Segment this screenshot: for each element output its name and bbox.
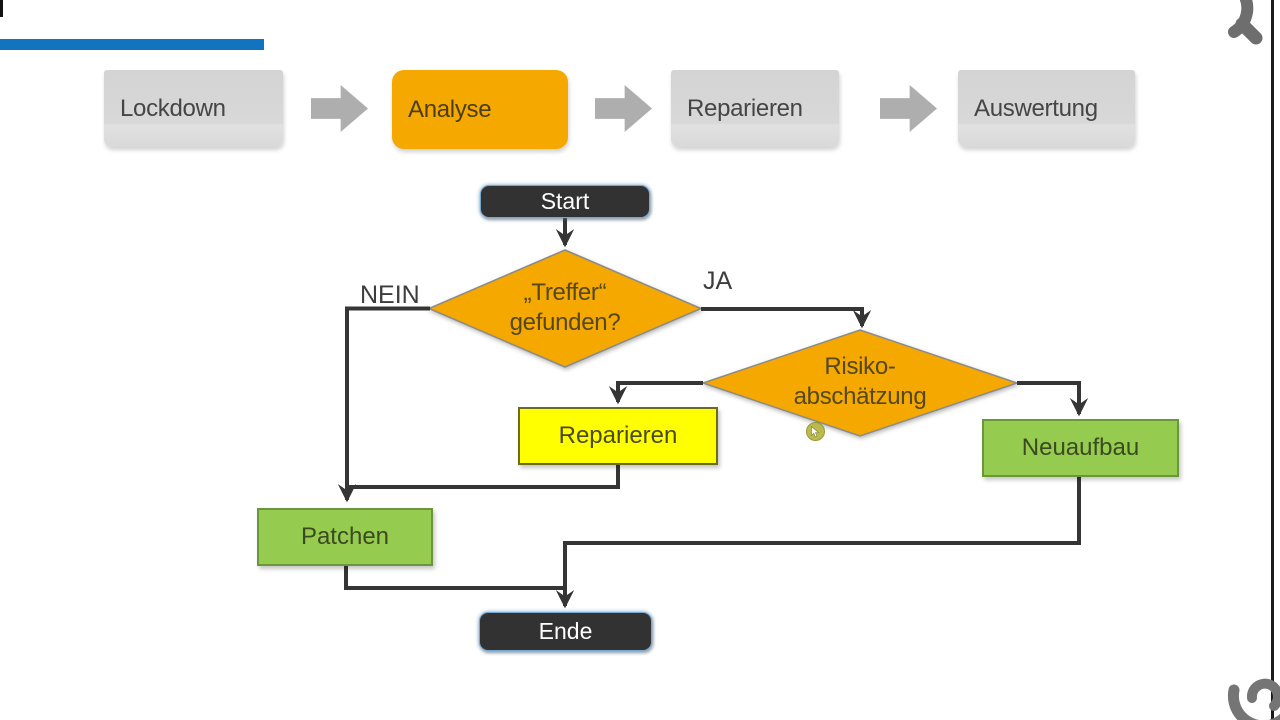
patchen-label: Patchen (300, 523, 390, 550)
patchen-node: Patchen (257, 508, 433, 566)
connector-nein-to-patchen (337, 306, 430, 503)
step-label: Auswertung (974, 94, 1098, 122)
decision-risiko-line2: abschätzung (793, 383, 927, 410)
step-reparieren: Reparieren (671, 70, 839, 147)
connector-patchen-to-merge (344, 566, 567, 590)
step-analyse-active: Analyse (392, 70, 568, 149)
neuaufbau-node: Neuaufbau (982, 419, 1179, 477)
step-label: Reparieren (687, 94, 803, 122)
accent-bar (0, 39, 264, 50)
reparieren-node: Reparieren (518, 407, 718, 465)
connector-neuaufbau-to-ende (555, 477, 1081, 609)
decision-risiko-line1: Risiko- (824, 353, 896, 380)
decision-treffer-line2: gefunden? (509, 309, 621, 336)
ende-label: Ende (538, 618, 593, 644)
decision-risiko-label: Risiko- abschätzung (760, 352, 960, 412)
step-label: Lockdown (120, 94, 226, 122)
step-auswertung: Auswertung (958, 70, 1135, 147)
decision-treffer-diamond (427, 249, 703, 368)
decision-treffer-label: „Treffer“ gefunden? (465, 278, 665, 338)
video-artifact-top-left (0, 0, 3, 17)
neuaufbau-label: Neuaufbau (1021, 434, 1140, 461)
connector-ja-to-decision2 (701, 307, 872, 329)
step-label: Analyse (408, 95, 492, 123)
start-node: Start (480, 185, 650, 218)
branch-label-ja: JA (703, 267, 733, 295)
video-artifact-right-edge (1271, 0, 1274, 720)
cursor-pointer-icon (811, 425, 820, 437)
start-label: Start (540, 188, 590, 214)
ende-node: Ende (479, 612, 652, 651)
connector-reparieren-to-merge (345, 464, 620, 489)
connector-decision2-to-neuaufbau (1017, 381, 1089, 417)
decision-risiko-diamond (700, 329, 1020, 437)
swirl-logo-icon (1227, 678, 1280, 720)
connector-decision2-to-reparieren (608, 381, 703, 405)
swirl-logo-icon (1228, 0, 1263, 45)
mouse-cursor-highlight (806, 422, 825, 441)
step-lockdown: Lockdown (104, 70, 283, 147)
decision-treffer-line1: „Treffer“ (523, 279, 607, 306)
branch-label-nein: NEIN (360, 281, 420, 309)
reparieren-label: Reparieren (558, 422, 678, 449)
